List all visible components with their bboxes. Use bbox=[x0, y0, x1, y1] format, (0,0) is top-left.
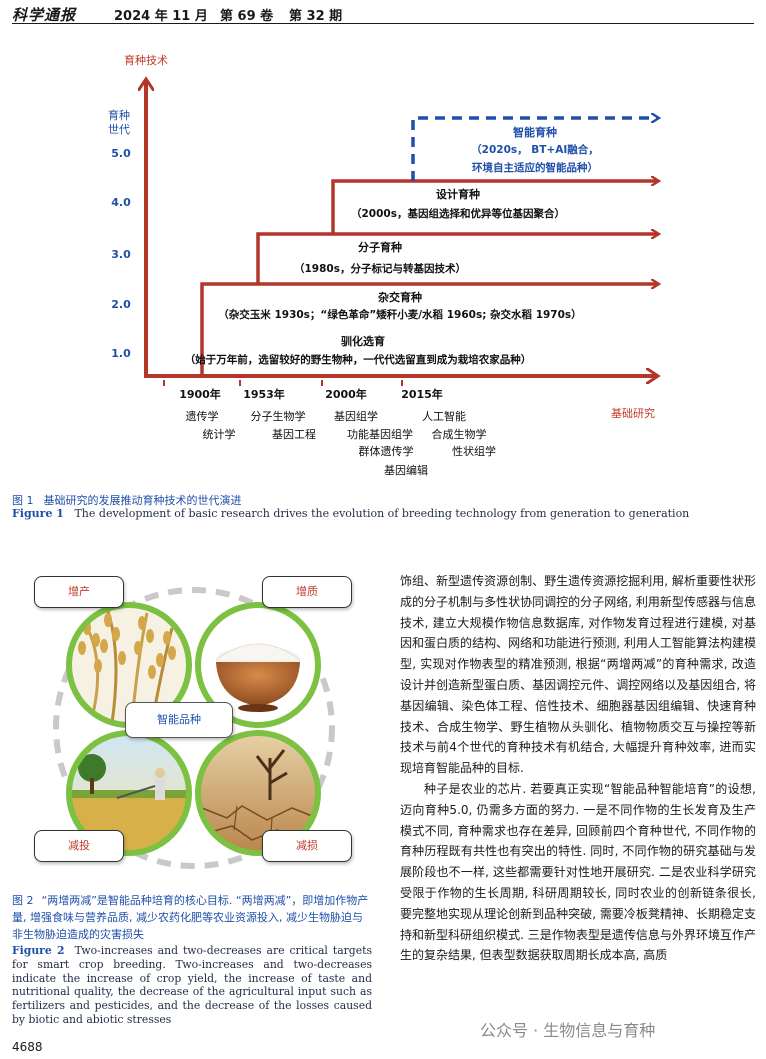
year-2015: 2015年 bbox=[401, 387, 443, 401]
stage3-step bbox=[256, 234, 657, 284]
y-tick-5: 5.0 bbox=[111, 147, 131, 160]
research-genetic-engineering: 基因工程 bbox=[272, 428, 316, 441]
stage5-dashed-step bbox=[411, 118, 657, 181]
stage5-desc-2: 环境自主适应的智能品种） bbox=[472, 161, 598, 174]
x-axis-title: 基础研究 bbox=[611, 406, 655, 420]
issue-year: 2024 年 11 月 bbox=[114, 9, 208, 24]
stage4-desc: （2000s，基因组选择和优异等位基因聚合） bbox=[351, 207, 565, 220]
y-tick-2: 2.0 bbox=[111, 298, 131, 311]
stage1-desc: （始于万年前，选留较好的野生物种，一代代选留直到成为栽培农家品种） bbox=[185, 353, 532, 366]
figure-1-caption-cn: 图 1 基础研究的发展推动育种技术的世代演进 bbox=[12, 492, 242, 508]
figure-1-caption-en-text: The development of basic research drives… bbox=[74, 507, 690, 520]
y-axis-sub-1: 育种 bbox=[108, 108, 130, 122]
figure-1-caption-en: Figure 1 The development of basic resear… bbox=[12, 507, 752, 520]
stage3-name: 分子育种 bbox=[358, 240, 402, 254]
goal-increase-quality: 增质 bbox=[262, 576, 352, 608]
stage4-step bbox=[331, 181, 657, 234]
rice-bowl-image bbox=[198, 605, 318, 725]
research-synthetic-biology: 合成生物学 bbox=[432, 427, 487, 441]
research-functional-genomics: 功能基因组学 bbox=[347, 427, 413, 441]
header-rule bbox=[12, 23, 754, 24]
figure-2-caption-cn-text: “两增两减”是智能品种培育的核心目标. “两增两减”，即增加作物产量, 增强食味… bbox=[12, 894, 369, 941]
issue-number: 第 32 期 bbox=[289, 9, 343, 24]
y-tick-1: 1.0 bbox=[111, 347, 131, 360]
research-statistics: 统计学 bbox=[203, 427, 236, 441]
stage1-name: 驯化选育 bbox=[341, 334, 385, 348]
page-number: 4688 bbox=[12, 1040, 43, 1054]
stage2-desc: （杂交玉米 1930s；“绿色革命”矮秆小麦/水稻 1960s; 杂交水稻 19… bbox=[218, 308, 581, 321]
year-2000: 2000年 bbox=[325, 387, 367, 401]
stage4-name: 设计育种 bbox=[436, 187, 480, 201]
stage2-step bbox=[200, 284, 657, 376]
research-ai: 人工智能 bbox=[422, 409, 466, 423]
figure-1: 育种技术 育种 世代 基础研究 5.0 4.0 3.0 2.0 1.0 驯化选育… bbox=[0, 40, 766, 490]
stage3-desc: （1980s，分子标记与转基因技术） bbox=[294, 262, 466, 275]
figure-2: 增产 增质 减投 减损 智能品种 bbox=[12, 568, 378, 888]
research-genetics: 遗传学 bbox=[186, 409, 219, 423]
figure-1-diagram: 育种技术 育种 世代 基础研究 5.0 4.0 3.0 2.0 1.0 驯化选育… bbox=[108, 53, 766, 477]
journal-title: 科学通报 bbox=[12, 6, 77, 24]
body-paragraph-1: 饰组、新型遗传资源创制、野生遗传资源挖掘利用, 解析重要性状形成的分子机制与多性… bbox=[400, 574, 756, 776]
stage5-name: 智能育种 bbox=[513, 125, 557, 139]
goal-reduce-loss: 减损 bbox=[262, 830, 352, 862]
figure-1-label-cn: 图 1 bbox=[12, 494, 34, 507]
issue-volume: 第 69 卷 bbox=[220, 9, 274, 24]
outer-dashed-ring bbox=[53, 587, 335, 869]
figure-1-caption-cn-text: 基础研究的发展推动育种技术的世代演进 bbox=[43, 494, 242, 507]
y-axis-title: 育种技术 bbox=[124, 53, 168, 67]
research-phenomics: 性状组学 bbox=[452, 444, 496, 458]
stage5-desc-1: （2020s， BT+AI融合， bbox=[471, 143, 599, 156]
body-paragraph-2: 种子是农业的芯片. 若要真正实现“智能品种智能培育”的设想, 迈向育种5.0, … bbox=[400, 781, 756, 963]
figure-2-caption-en-text: Two-increases and two-decreases are crit… bbox=[12, 944, 372, 1026]
figure-1-label-en: Figure 1 bbox=[12, 507, 64, 520]
journal-header: 科学通报 2024 年 11 月 第 69 卷 第 32 期 bbox=[12, 0, 754, 24]
research-molecular-biology: 分子生物学 bbox=[251, 409, 306, 423]
year-1900: 1900年 bbox=[179, 387, 221, 401]
body-text-column: 饰组、新型遗传资源创制、野生遗传资源挖掘利用, 解析重要性状形成的分子机制与多性… bbox=[400, 571, 756, 966]
y-tick-4: 4.0 bbox=[111, 196, 131, 209]
center-smart-variety: 智能品种 bbox=[125, 702, 233, 738]
y-axis-sub-2: 世代 bbox=[108, 123, 130, 136]
wechat-watermark: 公众号 · 生物信息与育种 bbox=[480, 1021, 656, 1040]
figure-2-label-en: Figure 2 bbox=[12, 944, 65, 957]
research-genomics: 基因组学 bbox=[334, 409, 378, 423]
research-gene-editing: 基因编辑 bbox=[384, 463, 428, 477]
research-population-genetics: 群体遗传学 bbox=[359, 444, 414, 458]
goal-increase-yield: 增产 bbox=[34, 576, 124, 608]
y-tick-3: 3.0 bbox=[111, 248, 131, 261]
circle-reduce-loss bbox=[195, 730, 321, 856]
figure-2-caption-en: Figure 2 Two-increases and two-decreases… bbox=[12, 944, 372, 1027]
stage2-name: 杂交育种 bbox=[378, 290, 422, 304]
circle-quality bbox=[195, 602, 321, 728]
year-1953: 1953年 bbox=[243, 387, 285, 401]
figure-2-caption-cn: 图 2“两增两减”是智能品种培育的核心目标. “两增两减”，即增加作物产量, 增… bbox=[12, 892, 372, 943]
figure-2-label-cn: 图 2 bbox=[12, 894, 34, 907]
goal-reduce-input: 减投 bbox=[34, 830, 124, 862]
